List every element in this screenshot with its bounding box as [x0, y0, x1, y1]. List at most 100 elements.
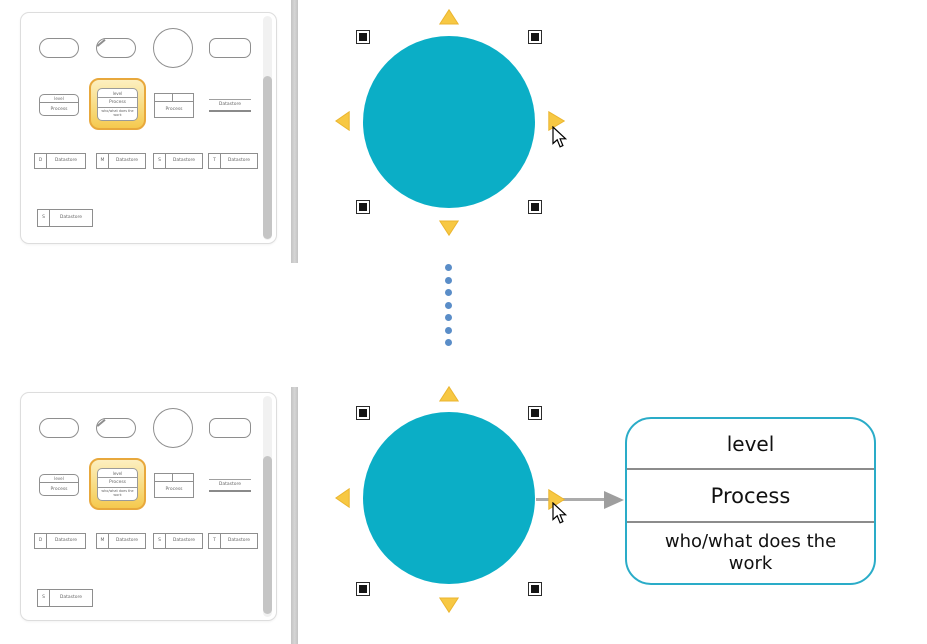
datastore-id: S: [154, 154, 166, 168]
datastore-label: Datastore: [227, 538, 251, 544]
datastore-id: D: [35, 154, 47, 168]
datastore-label: Datastore: [172, 158, 196, 164]
process-2row-level-label: level: [40, 95, 78, 103]
split-process-label: Process: [165, 486, 183, 492]
library-shape-stadium-notched[interactable]: [96, 418, 136, 438]
library-shape-datastore-open[interactable]: Datastore: [209, 99, 251, 112]
shape-library-panel-bottom: level Process level Process who/what doe…: [20, 392, 277, 621]
process-box-process-row[interactable]: Process: [710, 483, 791, 508]
resize-handle-top-right[interactable]: [529, 407, 541, 419]
library-shape-process-split-header[interactable]: Process: [154, 473, 194, 498]
connector-line[interactable]: [536, 498, 606, 501]
process-box-who-row[interactable]: who/what does the work: [664, 531, 837, 574]
datastore-id: T: [209, 154, 221, 168]
library-shape-datastore-t[interactable]: T Datastore: [208, 153, 258, 169]
library-shape-process-split-header[interactable]: Process: [154, 93, 194, 118]
split-header-cell: [155, 94, 174, 101]
datastore-id: S: [38, 590, 50, 606]
datastore-id: T: [209, 534, 221, 548]
library-shape-rounded-rect[interactable]: [209, 418, 251, 438]
datastore-id: D: [35, 534, 47, 548]
library-shape-rounded-rect[interactable]: [209, 38, 251, 58]
library-shape-process-3row-selected[interactable]: level Process who/what does the work: [89, 78, 146, 130]
library-shape-datastore-m[interactable]: M Datastore: [96, 533, 146, 549]
library-shape-stadium[interactable]: [39, 418, 79, 438]
connect-arrow-left-icon[interactable]: [335, 488, 350, 508]
library-shape-datastore-s[interactable]: S Datastore: [153, 153, 203, 169]
library-shape-process-3row-selected[interactable]: level Process who/what does the work: [89, 458, 146, 510]
sequence-dot: [445, 301, 452, 309]
process-2row-level-label: level: [40, 475, 78, 483]
resize-handle-bottom-left[interactable]: [357, 201, 369, 213]
library-shape-datastore-single[interactable]: S Datastore: [37, 589, 93, 607]
sequence-dot: [445, 264, 452, 271]
resize-handle-bottom-right[interactable]: [529, 583, 541, 595]
sequence-dots: [445, 264, 452, 346]
process-box-divider: [627, 468, 874, 470]
datastore-label: Datastore: [115, 158, 139, 164]
datastore-id: S: [38, 210, 50, 226]
split-header-row: [155, 94, 193, 102]
connect-arrow-down-icon[interactable]: [439, 597, 459, 613]
process-3row-who-label: who/what does the work: [101, 489, 134, 498]
sequence-dot: [445, 339, 452, 346]
shape-library-panel-top: level Process level Process who/what doe…: [20, 12, 277, 244]
datastore-label: Datastore: [59, 595, 83, 601]
split-header-cell: [155, 474, 174, 481]
library-shape-datastore-t[interactable]: T Datastore: [208, 533, 258, 549]
datastore-label: Datastore: [54, 538, 78, 544]
connector-arrowhead-icon: [604, 491, 624, 509]
resize-handle-bottom-right[interactable]: [529, 201, 541, 213]
connect-arrow-down-icon[interactable]: [439, 220, 459, 236]
process-3row-level-label: level: [98, 89, 137, 98]
resize-handle-top-left[interactable]: [357, 407, 369, 419]
process-2row-process-label: Process: [50, 486, 68, 492]
canvas-process-circle-top[interactable]: [363, 36, 535, 208]
scrollbar-thumb[interactable]: [263, 456, 272, 614]
datastore-id: M: [97, 534, 109, 548]
library-shape-datastore-s[interactable]: S Datastore: [153, 533, 203, 549]
split-process-label: Process: [165, 106, 183, 112]
process-3row-preview: level Process who/what does the work: [97, 468, 138, 501]
datastore-id: M: [97, 154, 109, 168]
library-shape-datastore-d[interactable]: D Datastore: [34, 533, 86, 549]
canvas-process-box[interactable]: level Process who/what does the work: [625, 417, 876, 585]
resize-handle-top-right[interactable]: [529, 31, 541, 43]
library-shape-datastore-single[interactable]: S Datastore: [37, 209, 93, 227]
library-shape-circle[interactable]: [153, 28, 193, 68]
library-shape-process-2row[interactable]: level Process: [39, 474, 79, 496]
process-2row-process-label: Process: [50, 106, 68, 112]
connect-arrow-up-icon[interactable]: [439, 386, 459, 402]
library-shape-stadium-notched[interactable]: [96, 38, 136, 58]
library-shape-datastore-d[interactable]: D Datastore: [34, 153, 86, 169]
datastore-id: S: [154, 534, 166, 548]
connect-arrow-right-icon[interactable]: [548, 111, 565, 131]
sequence-dot: [445, 326, 452, 334]
sequence-dot: [445, 314, 452, 321]
library-shape-datastore-open[interactable]: Datastore: [209, 479, 251, 492]
scrollbar-thumb[interactable]: [263, 76, 272, 239]
connect-arrow-left-icon[interactable]: [335, 111, 350, 131]
canvas-process-circle-bottom[interactable]: [363, 412, 535, 584]
process-3row-process-label: Process: [98, 98, 137, 108]
datastore-label: Datastore: [54, 158, 78, 164]
library-shape-process-2row[interactable]: level Process: [39, 94, 79, 116]
process-3row-preview: level Process who/what does the work: [97, 88, 138, 121]
mouse-cursor-icon: [552, 126, 568, 148]
panel-divider-bar-bottom: [291, 387, 298, 644]
datastore-label: Datastore: [172, 538, 196, 544]
process-3row-process-label: Process: [98, 478, 137, 488]
mouse-cursor-icon: [552, 502, 568, 524]
resize-handle-bottom-left[interactable]: [357, 583, 369, 595]
process-box-level-row[interactable]: level: [726, 431, 775, 456]
resize-handle-top-left[interactable]: [357, 31, 369, 43]
library-shape-datastore-m[interactable]: M Datastore: [96, 153, 146, 169]
datastore-label: Datastore: [59, 215, 83, 221]
connect-arrow-up-icon[interactable]: [439, 9, 459, 25]
datastore-open-label: Datastore: [218, 102, 242, 108]
library-shape-stadium[interactable]: [39, 38, 79, 58]
library-shape-circle[interactable]: [153, 408, 193, 448]
sequence-dot: [445, 289, 452, 296]
panel-divider-bar-top: [291, 0, 298, 263]
process-3row-level-label: level: [98, 469, 137, 478]
